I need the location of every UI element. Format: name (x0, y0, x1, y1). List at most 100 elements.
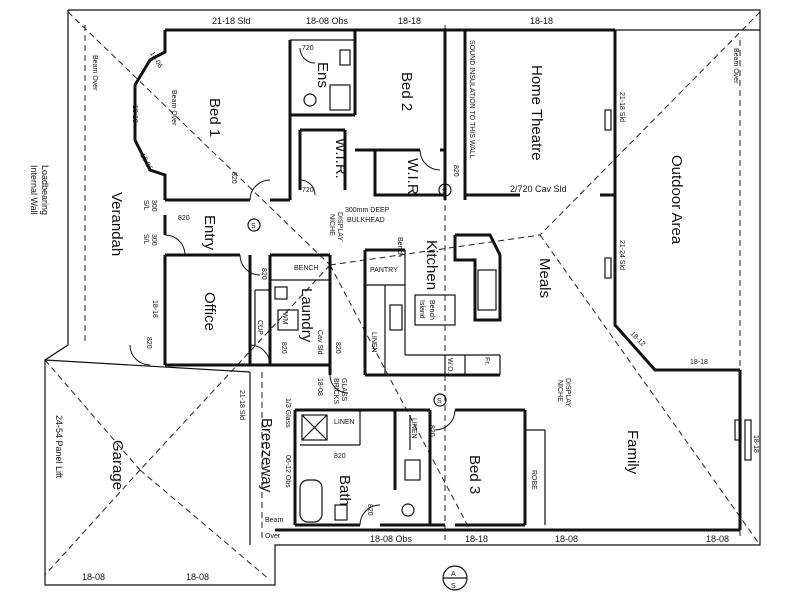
glass-bricks-2: BRICKS (332, 378, 339, 404)
loadbearing-label-2: Internal Wall (29, 165, 39, 215)
smoke-detector-entry: S (247, 218, 261, 232)
dim-820-bed1: 820 (230, 172, 237, 184)
dim-720-ens: 720 (302, 45, 314, 52)
dim-sl-a: 300 (150, 200, 157, 212)
island-label-1: Island (418, 300, 425, 319)
dim-bottom-4: 18-08 (706, 534, 729, 544)
dim-breeze-1: 21-18 Sld (238, 390, 245, 420)
display-niche-2a: DISPLAY (564, 378, 571, 407)
glass-bricks-1: GLASS (340, 378, 347, 402)
dim-top-2: 18-08 Obs (306, 16, 349, 26)
smoke-detector-bed3: S (433, 393, 447, 407)
garage-door-label: 24-54 Panel Lift (54, 415, 64, 479)
room-family: Family (624, 430, 641, 475)
wm-label: WM (281, 312, 288, 325)
beam-over-bottom-2: Over (265, 533, 281, 540)
bench-kitchen: Bench (396, 237, 403, 257)
third-glass-label: 1/3 Glass (284, 398, 291, 428)
wo-label: W.O. (446, 358, 453, 374)
dim-glass-18-08: 18-08 (316, 378, 323, 396)
svg-text:S: S (451, 583, 456, 590)
room-laundry: Laundry (298, 288, 315, 343)
linen-kitchen: LINEN (370, 332, 377, 353)
display-niche-1b: NICHE (328, 214, 335, 236)
dim-garage-b2: 18-08 (186, 572, 209, 582)
room-kitchen: Kitchen (423, 240, 440, 290)
dim-outdoor-18-18: 18-18 (690, 359, 708, 366)
dim-top-4: 18-18 (530, 16, 553, 26)
dim-bottom-2: 18-18 (465, 534, 488, 544)
svg-text:S: S (437, 398, 442, 405)
room-outdoor-area: Outdoor Area (668, 155, 685, 245)
dim-820-entry: 820 (178, 215, 190, 222)
dim-820-lau-right: 820 (334, 342, 341, 354)
cup-label: CUP (256, 320, 263, 335)
beam-over-bottom-1: Beam (265, 517, 283, 524)
dim-theatre-sld: 2/720 Cav Sld (510, 184, 567, 194)
beam-over-bed1: Beam Over (170, 90, 177, 126)
dim-garage-b1: 18-08 (82, 572, 105, 582)
walls (44, 28, 760, 545)
room-labels: Bed 1 Ens Bed 2 Home Theatre W.I.R. W.I.… (108, 62, 685, 506)
windows (604, 109, 752, 461)
room-entry: Entry (201, 215, 218, 251)
dim-top-1: 21-18 Sld (212, 16, 251, 26)
svg-text:S: S (251, 223, 256, 230)
fr-label: Fr. (483, 357, 490, 365)
dim-820-bed2: 820 (452, 165, 459, 177)
room-ens: Ens (314, 62, 331, 88)
dim-820-office: 820 (260, 268, 267, 280)
dim-820-bed3: 820 (428, 425, 435, 437)
dim-bay-mid: 18-18 (131, 105, 138, 123)
dim-bottom-1: 18-08 Obs (370, 534, 413, 544)
dim-outdoor-sld: 21-24 Sld (618, 240, 625, 270)
room-meals: Meals (536, 258, 553, 298)
dim-top-3: 18-18 (398, 16, 421, 26)
linen-bed3: LINEN (410, 418, 417, 439)
svg-text:A: A (451, 571, 456, 578)
island-label-2: Bench (428, 300, 435, 320)
dim-office-win: 18-18 (151, 300, 158, 318)
display-niche-1a: DISPLAY (336, 212, 343, 241)
robe-label: ROBE (530, 470, 537, 490)
display-niche-2b: NICHE (556, 380, 563, 402)
cav-sld-label: Cav Sld (316, 330, 323, 355)
compass-icon: A S (442, 565, 468, 591)
room-bath: Bath (336, 475, 353, 506)
door-swings (129, 47, 456, 526)
dim-820-bath-low: 820 (366, 504, 373, 516)
room-bed3: Bed 3 (466, 455, 483, 494)
room-home-theatre: Home Theatre (528, 65, 545, 161)
dim-sl-d: S/L (142, 234, 149, 245)
dimension-labels: 21-18 Sld 18-08 Obs 18-18 18-18 720 720 … (82, 16, 759, 582)
room-bed2: Bed 2 (398, 72, 415, 111)
dim-breeze-2: 06-12 Obs (284, 455, 291, 488)
room-office: Office (201, 292, 218, 331)
linen-bath: LINEN (334, 419, 355, 426)
room-verandah: Verandah (108, 192, 125, 256)
dim-820-bath: 820 (334, 453, 346, 460)
dim-820-office-low: 820 (145, 337, 152, 349)
loadbearing-label-1: Loadbearing (40, 165, 50, 215)
dim-sl-b: S/L (142, 200, 149, 211)
beam-over-left: Beam Over (91, 55, 98, 91)
room-wir1: W.I.R. (332, 138, 349, 179)
room-garage: Garage (109, 440, 126, 490)
dim-720-wir: 720 (302, 187, 314, 194)
eaves-outline (44, 9, 761, 586)
smoke-detector-hall: S (438, 183, 452, 197)
svg-text:S: S (442, 188, 447, 195)
dim-bed2-right: 21-18 Sld (618, 92, 625, 122)
bulkhead-1: 300mm DEEP (345, 207, 390, 214)
sound-insulation-label: SOUND INSULATION TO THIS WALL (468, 40, 475, 159)
dim-sl-c: 300 (150, 234, 157, 246)
dim-family-right: 18-18 (752, 435, 759, 453)
bench-laundry: BENCH (294, 265, 319, 272)
room-bed1: Bed 1 (206, 98, 223, 137)
room-wir2: W.I.R (404, 158, 421, 195)
pantry-label: PANTRY (370, 267, 398, 274)
dim-820-laundry: 820 (280, 342, 287, 354)
room-breezeway: Breezeway (258, 418, 275, 493)
annotations: Loadbearing Internal Wall SOUND INSULATI… (29, 40, 739, 540)
